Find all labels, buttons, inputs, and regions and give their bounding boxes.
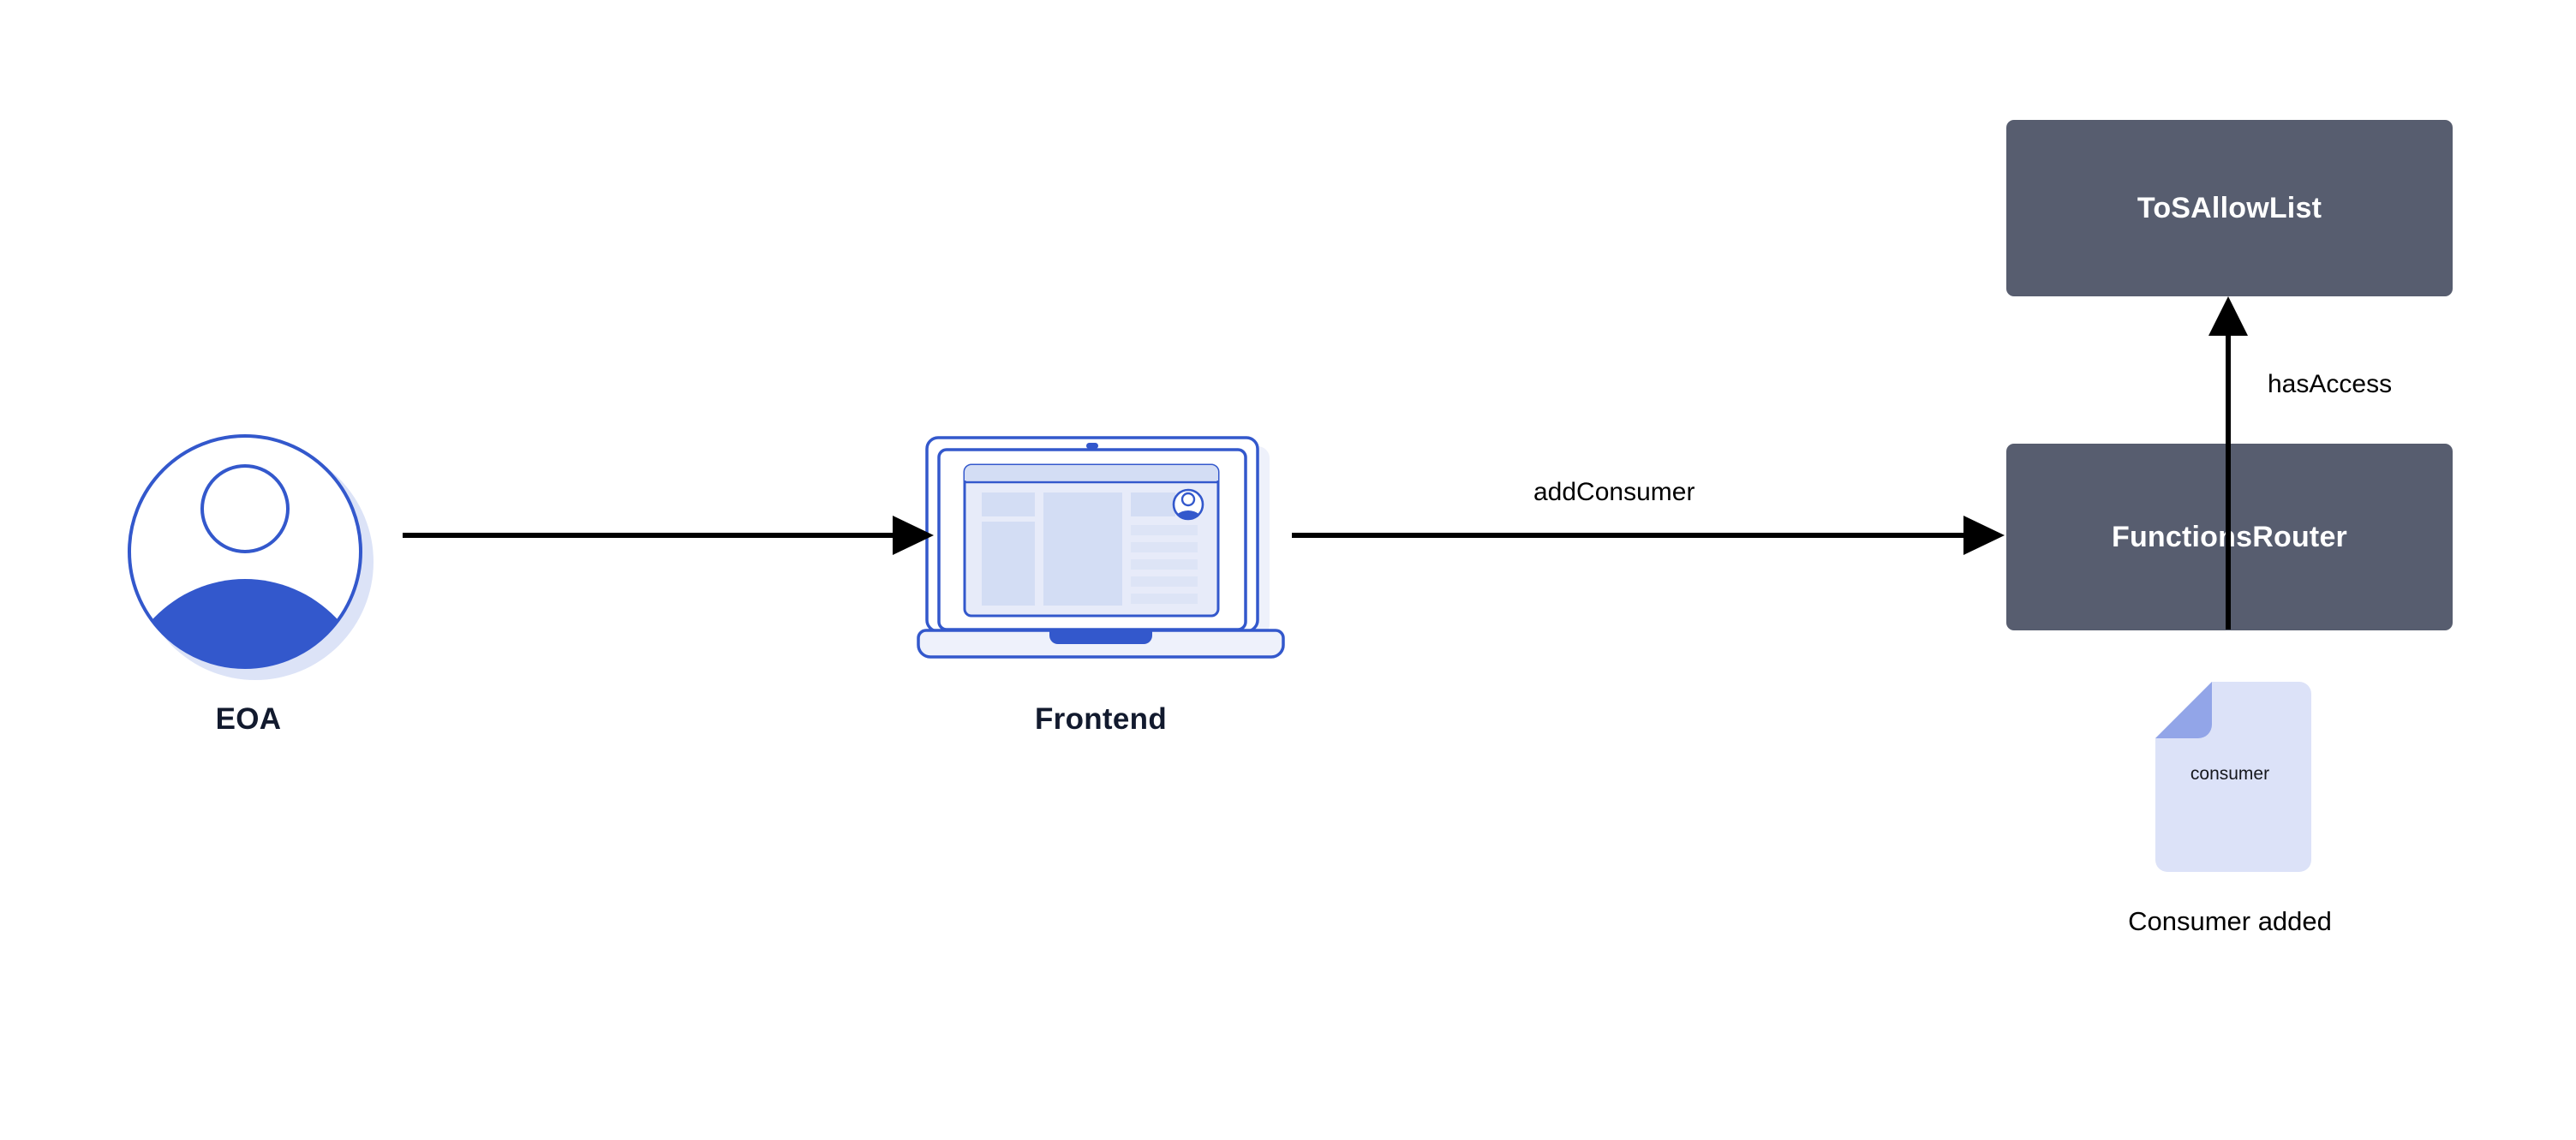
eoa-node-label: EOA xyxy=(215,702,282,736)
user-avatar-icon xyxy=(120,428,377,685)
arrow-frontend-to-router xyxy=(1292,516,2005,555)
edge-label-has-access: hasAccess xyxy=(2268,370,2393,398)
document-file-label: consumer xyxy=(2190,764,2270,784)
functions-router-node[interactable]: FunctionsRouter xyxy=(2006,444,2453,630)
laptop-icon xyxy=(917,433,1285,677)
document-icon xyxy=(2149,675,2311,875)
tos-allowlist-label: ToSAllowList xyxy=(2137,191,2322,224)
functions-router-label: FunctionsRouter xyxy=(2112,520,2347,553)
consumer-added-caption: Consumer added xyxy=(2128,906,2332,936)
tos-allowlist-node[interactable]: ToSAllowList xyxy=(2006,120,2453,296)
edge-label-add-consumer: addConsumer xyxy=(1533,478,1695,506)
frontend-node-label: Frontend xyxy=(1034,702,1168,736)
arrow-eoa-to-frontend xyxy=(403,516,934,555)
